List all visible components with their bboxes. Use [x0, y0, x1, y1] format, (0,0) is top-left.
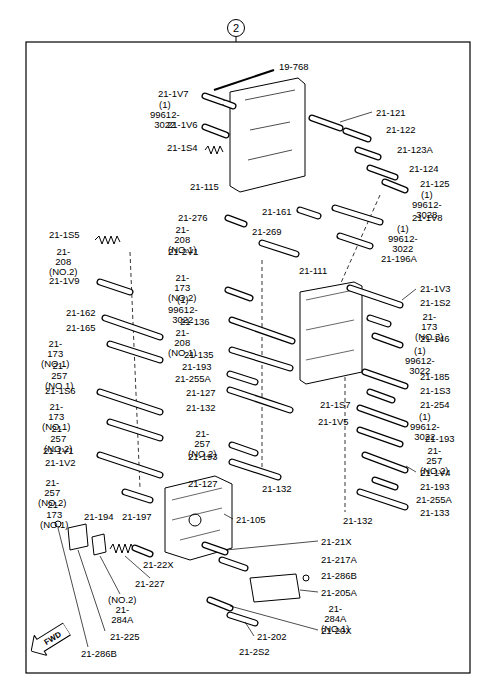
part-number: 21-1S5: [49, 230, 80, 240]
part-number: 21-123A: [397, 145, 433, 155]
part-number: 21-225: [110, 632, 140, 642]
part-number: 21-21X: [321, 537, 352, 547]
part-number: 21-196A: [381, 254, 417, 264]
part-number: 21-255A: [416, 495, 452, 505]
part-number: 21-115: [190, 182, 219, 192]
part-number: 21-1V1: [43, 446, 74, 456]
part-number: 21-286B: [81, 649, 117, 659]
part-number: 21-2S2: [239, 647, 270, 657]
part-number: 21-255A: [175, 374, 211, 384]
part-number: 21-276: [178, 213, 208, 223]
fwd-arrow: FWD: [25, 619, 74, 662]
part-number: 21-127: [186, 388, 216, 398]
part-number: 21-135: [184, 350, 214, 360]
part-number: 21-162: [66, 308, 96, 318]
part-number: 21-1V7: [158, 89, 189, 99]
part-number: (NO.2) 21-284A: [108, 595, 137, 625]
part-number: 21-1V9: [49, 276, 80, 286]
part-number: 21-122: [386, 125, 416, 135]
part-number: 21-132: [186, 403, 216, 413]
callout-number: 2: [233, 22, 239, 34]
part-number: 21-127: [188, 479, 218, 489]
part-number: 21-2V1: [168, 247, 199, 257]
part-number: 21-165: [66, 323, 96, 333]
callout-circle: 2: [227, 19, 245, 37]
part-number: 21-111: [299, 266, 327, 276]
part-number: 21-136: [180, 317, 210, 327]
part-number: 21-132: [262, 484, 292, 494]
part-number: 21-1V3: [420, 284, 451, 294]
part-number: 21-193: [425, 434, 455, 444]
part-number: 21-193: [188, 452, 218, 462]
part-number: 21-193: [182, 362, 212, 372]
part-number: 21-217A: [321, 555, 357, 565]
part-number: 21-269: [252, 227, 282, 237]
part-number: 21-1V4: [420, 468, 451, 478]
part-number: 21-194: [84, 512, 114, 522]
part-number: 21-1S4: [167, 143, 198, 153]
part-number: 21-1S2: [420, 298, 451, 308]
part-number: 21-124: [409, 164, 439, 174]
part-number: 21-173 (NO.1): [40, 500, 69, 530]
part-number: 21-1V8: [412, 213, 443, 223]
part-number: 21-197: [122, 512, 152, 522]
part-number: 21-208 (NO.2): [49, 247, 78, 277]
part-number: 21-1V5: [318, 417, 349, 427]
part-number: 21-146: [420, 334, 450, 344]
part-number: 21-227: [135, 579, 165, 589]
part-number: 21-133: [420, 508, 450, 518]
part-number: 21-1S3: [420, 386, 451, 396]
part-number: 21-1S7: [320, 400, 351, 410]
part-number: 21-1S6: [45, 386, 76, 396]
part-number: 21-121: [376, 108, 406, 118]
arrow-outline: [25, 619, 74, 662]
part-number: 21-185: [420, 372, 450, 382]
part-number: 21-105: [236, 515, 266, 525]
part-number: 21-202: [257, 632, 287, 642]
part-number: 21-1V6: [167, 120, 198, 130]
part-number: 19-768: [279, 62, 309, 72]
part-number: 21-193: [420, 482, 450, 492]
part-number: (1) 99612-3022: [388, 224, 418, 254]
part-number: 21-22X: [143, 560, 174, 570]
part-number: 21-161: [262, 207, 292, 217]
part-number: 21-286B: [321, 571, 357, 581]
part-number: 21-205A: [321, 588, 357, 598]
part-number: 21-132: [343, 516, 373, 526]
part-number: 21-254: [420, 400, 450, 410]
part-number: 21-125: [420, 179, 450, 189]
part-number: 21-1V2: [45, 458, 76, 468]
part-number: 21-20X: [321, 626, 352, 636]
